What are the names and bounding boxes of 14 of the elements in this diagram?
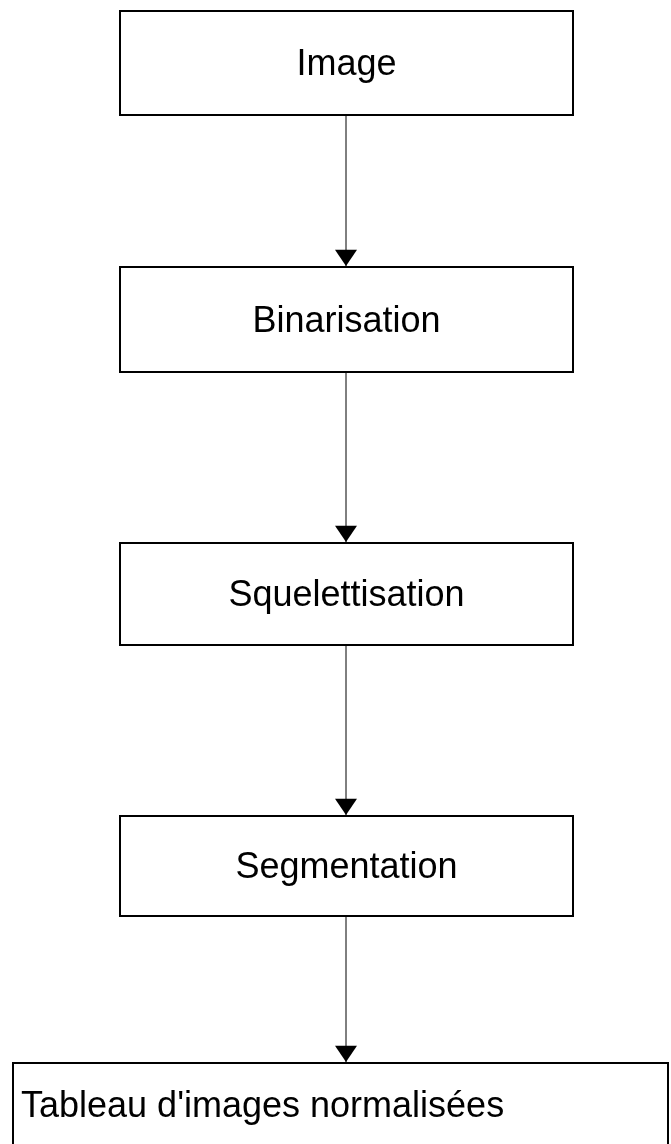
process-box [119, 10, 574, 116]
process-box [119, 815, 574, 917]
arrow [335, 916, 357, 1063]
process-box [119, 266, 574, 373]
step-label: Binarisation [252, 298, 441, 341]
process-box [119, 542, 574, 646]
process-box [12, 1062, 669, 1144]
step-label: Image [296, 42, 397, 84]
step-label: Squelettisation [228, 573, 465, 615]
step-label: Tableau d'images normalisées [21, 1084, 505, 1126]
step-label: Segmentation [235, 845, 458, 887]
arrow [335, 645, 357, 816]
arrow [335, 372, 357, 543]
arrow [335, 115, 357, 267]
